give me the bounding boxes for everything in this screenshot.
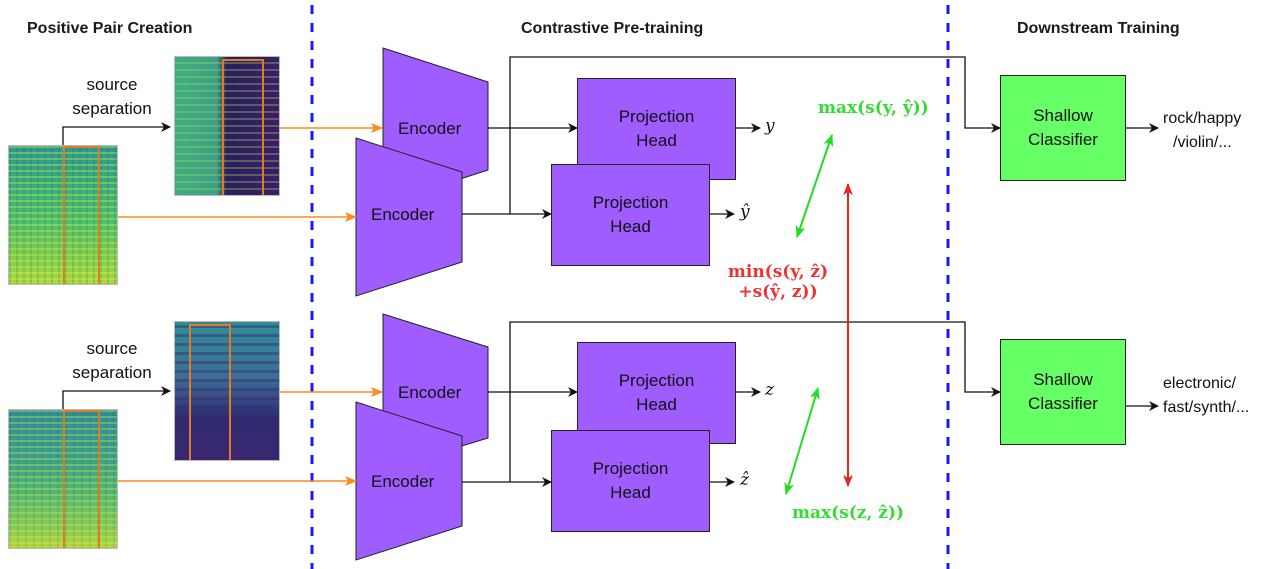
spectrogram-mixture-bottom bbox=[8, 409, 118, 549]
source-separation-arrow-top bbox=[62, 122, 171, 148]
source-separation-label-bottom: source separation bbox=[62, 337, 162, 385]
output-bottom-line2: fast/synth/... bbox=[1163, 399, 1250, 416]
source-separation-top-line2: separation bbox=[72, 99, 152, 118]
classifier-top-line2: Classifier bbox=[1028, 130, 1098, 149]
spectrogram-separated-bottom bbox=[174, 321, 280, 461]
projection-head-yhat-line2: Head bbox=[610, 217, 651, 236]
encoder-label-bottom-front: Encoder bbox=[371, 472, 435, 491]
var-y: y bbox=[765, 116, 775, 136]
classifier-bottom-line1: Shallow bbox=[1033, 370, 1093, 389]
projection-head-y-line2: Head bbox=[636, 131, 677, 150]
source-separation-bottom-line2: separation bbox=[72, 363, 152, 382]
encoder-label-top-back: Encoder bbox=[398, 119, 462, 138]
shallow-classifier-bottom: Shallow Classifier bbox=[1000, 339, 1126, 445]
section-title-contrastive: Contrastive Pre-training bbox=[521, 20, 704, 37]
projection-head-yhat: Projection Head bbox=[551, 164, 710, 266]
arrow-enc-to-classifier-top bbox=[509, 56, 1001, 214]
objective-min: min(s(y, ẑ) +s(ŷ, z)) bbox=[722, 262, 834, 302]
projection-head-z: Projection Head bbox=[577, 342, 736, 444]
spectrogram-mixture-top bbox=[8, 145, 118, 285]
classifier-output-top: rock/happy /violin/... bbox=[1163, 107, 1241, 155]
section-title-downstream: Downstream Training bbox=[1017, 20, 1180, 37]
output-top-line1: rock/happy bbox=[1163, 110, 1242, 127]
projection-head-y: Projection Head bbox=[577, 78, 736, 180]
spectrogram-window-bottom-sep bbox=[189, 324, 231, 460]
green-double-arrow-bottom bbox=[784, 387, 820, 495]
projection-head-zhat: Projection Head bbox=[551, 430, 710, 532]
output-bottom-line1: electronic/ bbox=[1163, 375, 1236, 392]
projection-head-zhat-line1: Projection bbox=[592, 459, 669, 478]
encoder-label-bottom-back: Encoder bbox=[398, 383, 462, 402]
spectrogram-window-top bbox=[63, 146, 100, 284]
source-separation-bottom-line1: source bbox=[86, 339, 138, 358]
projection-head-y-line1: Projection bbox=[618, 107, 695, 126]
shallow-classifier-top: Shallow Classifier bbox=[1000, 75, 1126, 181]
projection-head-z-line1: Projection bbox=[618, 371, 695, 390]
classifier-top-line1: Shallow bbox=[1033, 106, 1093, 125]
var-y-hat: ŷ bbox=[740, 202, 750, 222]
source-separation-top-line1: source bbox=[86, 75, 138, 94]
projection-head-yhat-line1: Projection bbox=[592, 193, 669, 212]
objective-max-top: max(s(y, ŷ)) bbox=[818, 98, 929, 118]
objective-max-bottom: max(s(z, ẑ)) bbox=[792, 503, 905, 523]
projection-head-z-line2: Head bbox=[636, 395, 677, 414]
spectrogram-window-top-sep bbox=[222, 59, 264, 195]
output-top-line2: /violin/... bbox=[1173, 134, 1232, 151]
var-z: z bbox=[765, 380, 774, 400]
spectrogram-separated-top bbox=[174, 56, 280, 196]
source-separation-arrow-bottom bbox=[62, 386, 171, 412]
encoder-label-top-front: Encoder bbox=[371, 205, 435, 224]
source-separation-label-top: source separation bbox=[62, 73, 162, 121]
encoder-shape-bottom-front bbox=[355, 401, 463, 561]
var-z-hat: ẑ bbox=[740, 470, 749, 490]
objective-min-line2: +s(ŷ, z)) bbox=[738, 282, 818, 302]
projection-head-zhat-line2: Head bbox=[610, 483, 651, 502]
classifier-output-bottom: electronic/ fast/synth/... bbox=[1163, 372, 1249, 420]
section-title-positive-pair: Positive Pair Creation bbox=[27, 20, 193, 37]
encoder-shape-top-front bbox=[355, 137, 463, 297]
arrow-enc-to-classifier-bottom bbox=[509, 321, 1001, 482]
classifier-bottom-line2: Classifier bbox=[1028, 394, 1098, 413]
objective-min-line1: min(s(y, ẑ) bbox=[727, 262, 829, 282]
spectrogram-window-bottom bbox=[63, 410, 100, 548]
green-double-arrow-top bbox=[795, 134, 834, 238]
